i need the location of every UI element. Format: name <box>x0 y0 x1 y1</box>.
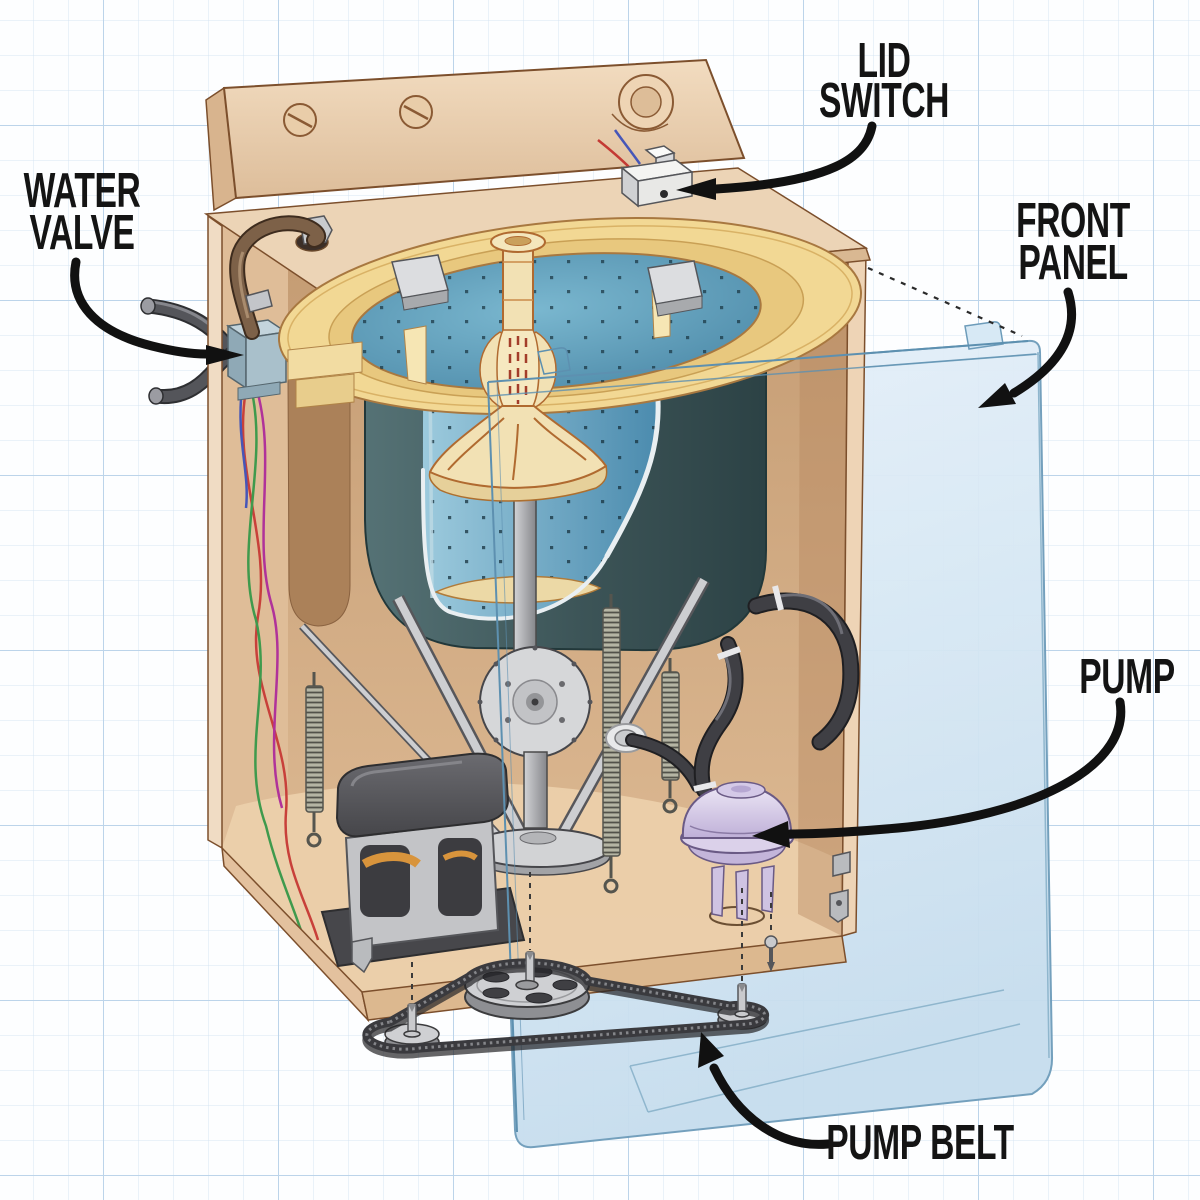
ring-clip-right <box>647 260 703 317</box>
hose-coupling <box>245 289 273 313</box>
label-lid-switch-line2: SWITCH <box>819 73 949 128</box>
label-pump-belt: PUMP BELT <box>826 1115 1014 1170</box>
wiring-harness <box>239 387 320 959</box>
supply-hose-end <box>140 297 156 315</box>
pulley-pins <box>403 951 750 1038</box>
label-front-panel-line2: PANEL <box>1018 235 1127 290</box>
mounting-screw <box>764 935 778 972</box>
pump-belt-arrow <box>698 1032 833 1149</box>
tub-support-column <box>287 369 351 627</box>
panel-screw-right <box>399 95 433 129</box>
exploded-view-pointer <box>867 266 1023 338</box>
drive-shaft-upper <box>513 499 537 661</box>
inlet-hose <box>229 215 333 340</box>
panel-screw-left <box>283 103 317 137</box>
pump-belt-assembly <box>362 872 778 1059</box>
timer-dial <box>611 74 674 132</box>
label-front-panel-line1: FRONT <box>1016 193 1130 248</box>
label-water-valve-line1: WATER <box>24 163 141 218</box>
drain-hoses <box>605 585 860 798</box>
label-pump: PUMP <box>1079 649 1174 704</box>
ring-clip-left <box>391 254 449 311</box>
water-valve-arrow <box>70 257 244 365</box>
control-panel <box>205 58 746 212</box>
mounting-brackets <box>351 851 851 974</box>
label-water-valve-line2: VALVE <box>29 205 134 260</box>
front-panel-tab-right <box>964 321 1004 350</box>
lid-switch <box>597 129 694 208</box>
front-panel-tab-left <box>537 347 571 375</box>
pump-arrow <box>752 697 1126 848</box>
callout-arrows <box>70 121 1126 1149</box>
spring <box>305 672 324 848</box>
callout-labels: LID SWITCH WATER VALVE FRONT PANEL PUMP … <box>24 33 1176 1170</box>
front-panel-arrow <box>978 287 1076 408</box>
motor <box>320 752 526 968</box>
lid-switch-arrow <box>676 121 877 200</box>
label-lid-switch-line1: LID <box>858 33 911 88</box>
pump <box>680 781 794 926</box>
pump-belt <box>362 958 770 1059</box>
